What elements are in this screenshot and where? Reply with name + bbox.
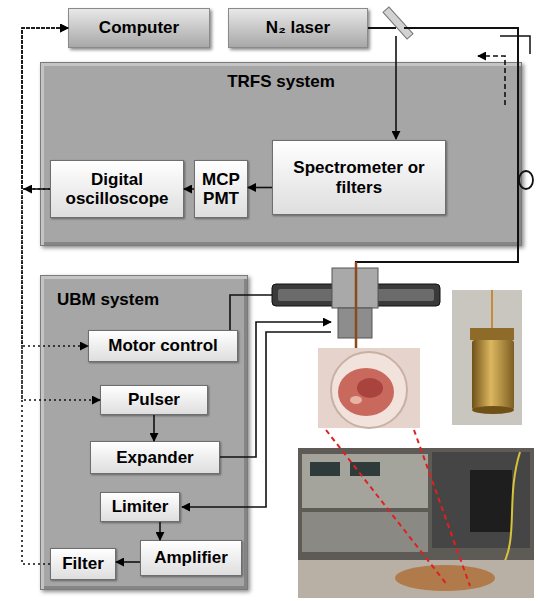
process-box: Filter xyxy=(50,548,116,580)
system-panel: TRFS systemDigital oscilloscope MCP PMT Sp… xyxy=(40,62,522,246)
setup-photo xyxy=(298,448,534,598)
system-panel: UBM systemMotor controlPulserExpanderLim… xyxy=(40,275,248,590)
process-box: Amplifier xyxy=(140,540,242,576)
data-output-arrow xyxy=(24,188,50,190)
laser-beam xyxy=(368,27,396,29)
process-box: Pulser xyxy=(100,385,208,415)
box-label: Pulser xyxy=(128,390,180,409)
process-box: Digital oscilloscope xyxy=(50,160,184,218)
fiber-coupler xyxy=(500,36,530,54)
box-label: Limiter xyxy=(112,497,169,516)
process-box: MCP PMT xyxy=(194,160,248,218)
process-box: Limiter xyxy=(100,492,180,522)
process-box: Spectrometer or filters xyxy=(272,140,446,215)
box-label: Motor control xyxy=(108,336,218,355)
fiber-in-transducer xyxy=(355,262,358,352)
signal-arrow xyxy=(159,522,161,540)
box-label: MCP PMT xyxy=(200,170,242,208)
panel-title: TRFS system xyxy=(41,63,521,91)
zoom-lines xyxy=(326,430,470,586)
tissue-photo xyxy=(318,348,420,428)
collected-light-arrow xyxy=(395,36,397,139)
box-label: N₂ laser xyxy=(266,18,330,37)
dichroic-mirror xyxy=(383,7,413,39)
signal-arrow xyxy=(116,561,140,563)
box-label: Spectrometer or filters xyxy=(278,158,440,196)
box-label: Expander xyxy=(116,448,193,467)
box-label: Digital oscilloscope xyxy=(56,170,178,208)
process-box: Motor control xyxy=(88,330,238,362)
box-label: Filter xyxy=(62,554,104,573)
device-box: Computer xyxy=(68,8,210,48)
transducer-photo xyxy=(452,290,522,425)
signal-arrow xyxy=(248,187,272,189)
device-box: N₂ laser xyxy=(228,8,368,48)
signal-arrow xyxy=(184,188,194,190)
box-label: Computer xyxy=(99,18,179,37)
box-label: Amplifier xyxy=(154,548,228,567)
signal-arrow xyxy=(153,415,155,441)
panel-title: UBM system xyxy=(41,276,247,309)
process-box: Expander xyxy=(90,441,220,474)
